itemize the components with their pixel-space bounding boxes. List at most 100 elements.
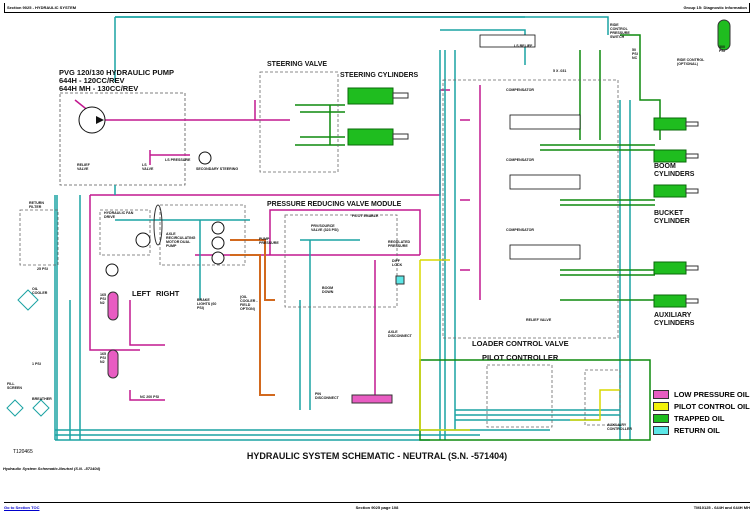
steering-cylinder-1: [347, 87, 394, 105]
steering-valve-label: STEERING VALVE: [267, 61, 328, 68]
psi-200-label: NC 200 PSI: [140, 395, 159, 399]
brake-pump-icon: [105, 263, 119, 277]
pressure-line-loop: [90, 89, 450, 196]
steering-cylinders: [347, 87, 409, 146]
legend-swatch-low-pressure: [653, 389, 669, 399]
pin-disconnect-icon: [351, 394, 393, 404]
ride-control-label: RIDE CONTROL (OPTIONAL): [677, 58, 705, 67]
legend-swatch-pilot: [653, 401, 669, 411]
diagram-title: HYDRAULIC SYSTEM SCHEMATIC - NEUTRAL (S.…: [246, 451, 508, 461]
right-label: RIGHT: [156, 289, 180, 298]
oil-cooler-label: OIL COOLER: [32, 287, 48, 296]
pressure-line-left-vertical: [89, 195, 140, 351]
ride-switch-label: RIDE CONTROL PRESSURE SWITCH: [610, 23, 630, 40]
aux-controller-label: AUXILIARY CONTROLLER: [607, 423, 632, 432]
brake-accumulator-1: [107, 291, 119, 321]
axle-pump-frame: [159, 204, 246, 266]
boom-cylinder-1: [653, 117, 687, 131]
aux-controller-box: [584, 369, 621, 426]
pressure-line-loader: [460, 85, 481, 300]
pump-644hmh: 644H MH - 130CC/REV: [59, 84, 139, 93]
spool-boom: [509, 114, 581, 130]
pilot-line-1: [419, 259, 470, 431]
accum-psi-label: 300 PSI: [719, 45, 725, 54]
boom-rod-1: [685, 121, 699, 127]
header-group: Group 15: Diagnostic Information: [683, 5, 747, 10]
legend-item: PILOT CONTROL OIL: [653, 400, 750, 412]
bucket-rod: [685, 188, 699, 194]
legend-item: TRAPPED OIL: [653, 412, 750, 424]
steering-cylinders-label: STEERING CYLINDERS: [340, 72, 419, 79]
page-footer: Go to Section TOC Section 9025 page 108 …: [4, 502, 750, 510]
bucket-cylinder-label: BUCKET CYLINDER: [654, 210, 690, 225]
return-filter-label: RETURN FILTER: [29, 201, 44, 210]
fan-motor-icon: [135, 232, 151, 248]
fan-icon: [153, 204, 163, 246]
legend-item: RETURN OIL: [653, 424, 750, 436]
secondary-steering-label: SECONDARY STEERING: [196, 167, 239, 171]
legend-swatch-trapped: [653, 413, 669, 423]
loader-cylinders: [653, 117, 699, 308]
manual-id: TM10125 - 644H and 644H MH: [693, 505, 750, 510]
return-line-top2: [115, 16, 609, 35]
fill-screen-label: FILL SCREEN: [7, 382, 22, 391]
spool-ride: [479, 34, 536, 48]
pressure-line-prv: [195, 209, 421, 256]
return-line-bottom: [55, 429, 550, 441]
fan-drive-label: HYDRAULIC FAN DRIVE: [104, 211, 134, 220]
aux-cylinder-1: [653, 261, 687, 275]
boom-cylinders-label: BOOM CYLINDERS: [654, 163, 695, 178]
axle-disconnect-label: AXLE DISCONNECT: [388, 330, 412, 339]
legend-item: LOW PRESSURE OIL: [653, 388, 750, 400]
pilot-enable-label: PILOT ENABLE: [352, 214, 379, 218]
legend-label: RETURN OIL: [674, 425, 720, 435]
auxiliary-cylinders-label: AUXILIARY CYLINDERS: [654, 312, 695, 327]
return-line-prv: [299, 239, 360, 410]
psi-1-label: 1 PSI: [32, 362, 41, 366]
pump-644h: 644H - 120CC/REV: [59, 76, 125, 85]
steering-valve-frame: [259, 71, 339, 173]
pressure-line-main: [100, 100, 290, 165]
pressure-line-brake: [129, 300, 165, 401]
return-filter-frame: [19, 209, 59, 266]
diff-lock-label: DIFF LOCK: [392, 259, 403, 268]
secondary-steering-pump-icon: [198, 151, 212, 165]
pump-enclosure: [59, 92, 186, 186]
legend: LOW PRESSURE OIL PILOT CONTROL OIL TRAPP…: [653, 388, 750, 436]
header-section: Section 9025 - HYDRAULIC SYSTEM: [7, 5, 77, 10]
diff-lock-icon: [395, 275, 405, 285]
dual-pump-mid-icon: [211, 236, 225, 250]
loader-control-valve-label: LOADER CONTROL VALVE: [472, 339, 569, 348]
pump-pressure-label: PUMP PRESSURE: [259, 237, 279, 246]
aux-rod-2: [685, 298, 699, 304]
boom-down-label: BOOM DOWN: [322, 286, 334, 295]
section-toc-link[interactable]: Go to Section TOC: [4, 505, 40, 510]
figure-number: T120465: [13, 449, 33, 455]
spool-aux: [509, 244, 581, 260]
loader-spools: [479, 34, 581, 260]
prv-module-frame: [284, 214, 398, 308]
compensator-label-2: COMPENSATOR: [506, 158, 535, 162]
ride-switch-psi: 50 PSI NC: [632, 48, 638, 61]
steering-rod-2: [392, 133, 409, 140]
return-line-pilot: [455, 409, 620, 421]
aux-rod-1: [685, 265, 699, 271]
fan-drive-frame: [99, 209, 151, 256]
breather-icon: [32, 399, 50, 417]
pin-disconnect-label: PIN DISCONNECT: [315, 392, 339, 401]
brake-lights-label: BRAKE LIGHTS (60 PSI): [197, 298, 217, 311]
prv-source-label: PRV/SOURCE VALVE (323 PSI): [311, 224, 339, 233]
pilot-controller-label: PILOT CONTROLLER: [482, 353, 559, 362]
axle-pump-label: AXLE RECIRCULATING MOTOR DUAL PUMP: [166, 232, 196, 249]
prv-module-label: PRESSURE REDUCING VALVE MODULE: [267, 201, 402, 208]
dual-pump-top-icon: [211, 221, 225, 235]
fill-screen-icon: [6, 399, 24, 417]
return-line-left-bus: [54, 195, 81, 440]
figure-caption: Hydraulic System Schematic-Neutral (S.N.…: [3, 466, 101, 471]
relief-valve-label: RELIEF VALVE: [77, 163, 90, 172]
accum2-label: 165 PSI N2: [100, 352, 106, 365]
compensator-label-3: COMPENSATOR: [506, 228, 535, 232]
pump-title: PVG 120/130 HYDRAULIC PUMP: [59, 68, 175, 77]
spool-bucket: [509, 174, 581, 190]
